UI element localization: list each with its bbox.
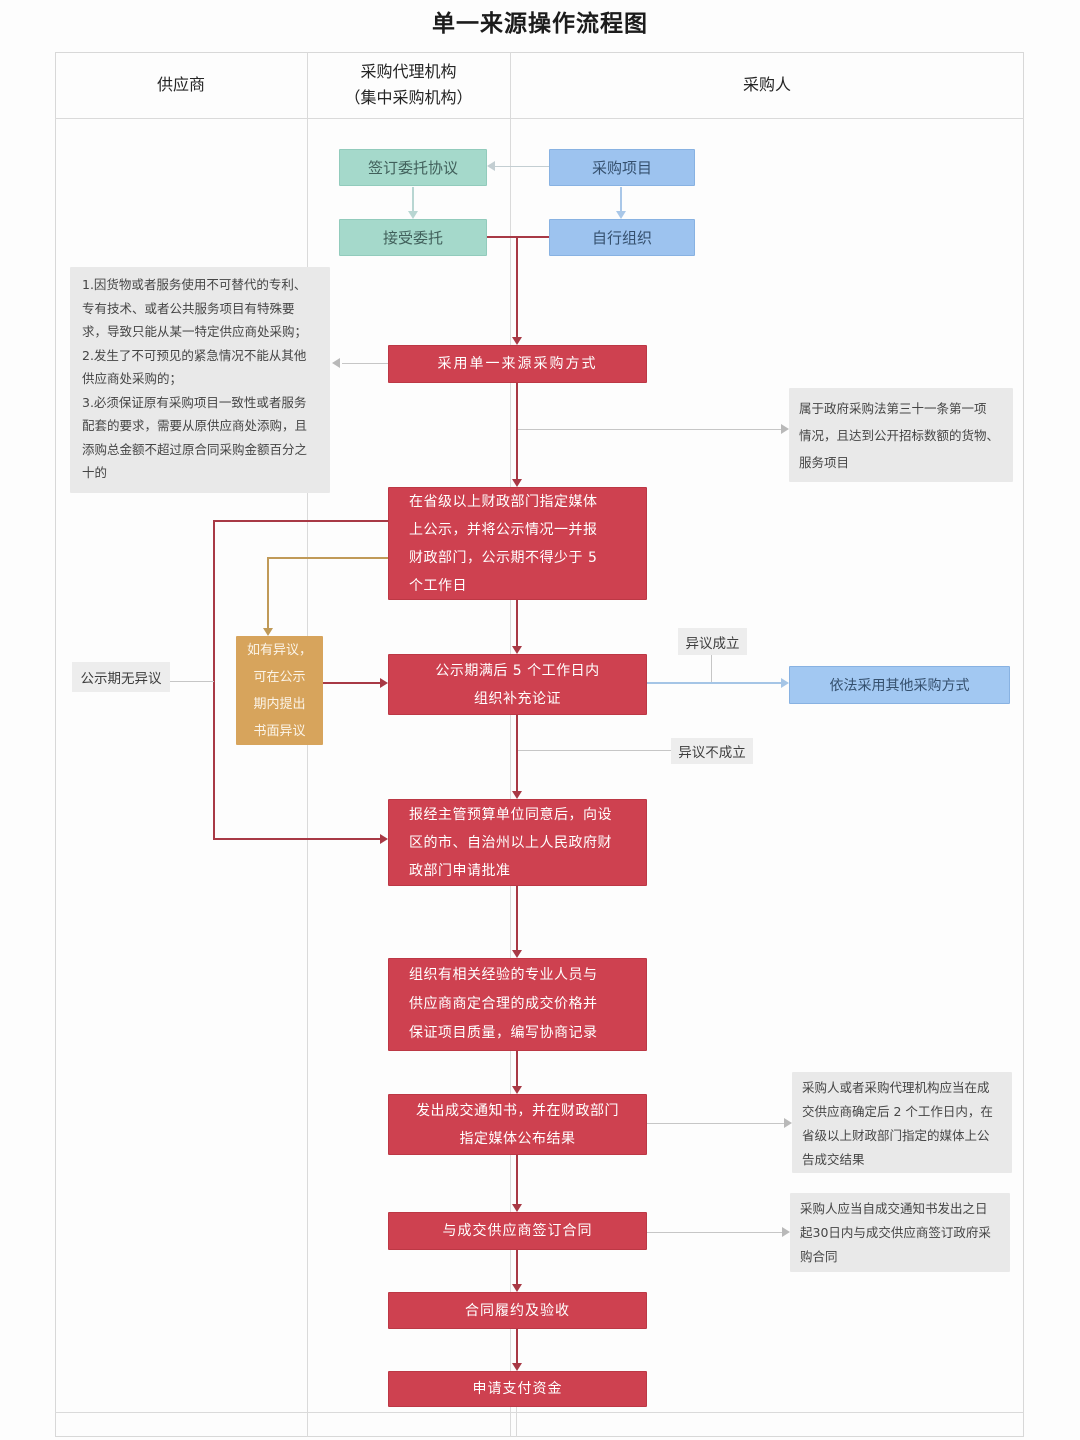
connector-publicize-elbow-top <box>213 520 388 522</box>
connector-objinvalid-label <box>518 750 671 751</box>
note-sign-deadline: 采购人应当自成交通知书发出之日 起30日内与成交供应商签订政府采 购合同 <box>790 1193 1010 1272</box>
label-objection-valid: 异议成立 <box>678 628 747 655</box>
connector-objection-elbow-top <box>267 557 388 559</box>
flow-spine-segment <box>516 1250 518 1285</box>
node-sign-contract: 与成交供应商签订合同 <box>388 1212 647 1250</box>
arrowhead-right <box>380 834 388 844</box>
column-header-purchaser: 采购人 <box>742 75 791 94</box>
arrowhead-right <box>781 424 789 434</box>
connector-noobjection-label <box>170 681 214 682</box>
node-supplement-demonstration: 公示期满后 5 个工作日内 组织补充论证 <box>388 654 647 715</box>
arrowhead-right <box>782 1227 790 1237</box>
label-no-objection: 公示期无异议 <box>72 662 170 692</box>
connector-contract-to-deadline <box>647 1232 784 1233</box>
connector-publicize-elbow-bottom <box>213 838 381 840</box>
flow-spine-segment <box>516 236 518 338</box>
connector-adopt-to-reasons <box>342 363 388 364</box>
node-self-organize: 自行组织 <box>549 219 695 256</box>
flow-spine-tail <box>516 1407 517 1437</box>
arrowhead-down <box>616 211 626 219</box>
flow-spine-segment <box>516 1155 518 1205</box>
flow-spine-segment <box>516 1051 518 1087</box>
arrowhead-right <box>781 678 789 688</box>
node-apply-payment: 申请支付资金 <box>388 1371 647 1407</box>
flow-spine-segment <box>516 383 518 480</box>
table-gridline-col2 <box>510 52 511 1437</box>
arrowhead-right <box>784 1118 792 1128</box>
swimlane-table <box>55 52 1024 1437</box>
node-procurement-project: 采购项目 <box>549 149 695 186</box>
node-negotiate-price: 组织有相关经验的专业人员与 供应商商定合理的成交价格并 保证项目质量，编写协商记… <box>388 958 647 1051</box>
connector-supplement-to-othermethod <box>647 682 783 684</box>
note-reasons: 1.因货物或者服务使用不可替代的专利、 专有技术、或者公共服务项目有特殊要 求，… <box>70 267 330 493</box>
arrowhead-down <box>512 1284 522 1292</box>
arrowhead-down <box>512 950 522 958</box>
connector-spine-to-law <box>518 429 783 430</box>
arrowhead-down <box>512 646 522 654</box>
arrowhead-down <box>512 1204 522 1212</box>
node-adopt-single-source: 采用单一来源采购方式 <box>388 345 647 383</box>
arrowhead-down <box>512 1086 522 1094</box>
note-law-article: 属于政府采购法第三十一条第一项 情况，且达到公开招标数额的货物、 服务项目 <box>789 388 1013 482</box>
node-apply-approval: 报经主管预算单位同意后，向设 区的市、自治州以上人民政府财 政部门申请批准 <box>388 799 647 886</box>
flow-spine-segment <box>516 715 518 792</box>
node-objection-window: 如有异议， 可在公示 期内提出 书面异议 <box>236 636 323 745</box>
node-accept-entrust: 接受委托 <box>339 219 487 256</box>
arrowhead-down <box>512 479 522 487</box>
arrowhead-down <box>512 791 522 799</box>
arrowhead-down <box>512 337 522 345</box>
note-announce-result: 采购人或者采购代理机构应当在成 交供应商确定后 2 个工作日内，在 省级以上财政… <box>792 1072 1012 1173</box>
connector-publicize-elbow-vertical <box>213 520 215 840</box>
connector-accept-to-selforganize <box>486 236 550 238</box>
arrowhead-right <box>380 678 388 688</box>
table-gridline-header <box>55 118 1024 119</box>
node-publicize: 在省级以上财政部门指定媒体 上公示，并将公示情况一并报 财政部门，公示期不得少于… <box>388 487 647 600</box>
flow-spine-segment <box>516 886 518 951</box>
node-issue-notice: 发出成交通知书，并在财政部门 指定媒体公布结果 <box>388 1094 647 1155</box>
connector-project-to-sign <box>495 166 549 167</box>
connector-notice-to-announce <box>647 1123 786 1124</box>
arrowhead-down <box>408 211 418 219</box>
label-objection-invalid: 异议不成立 <box>671 738 753 764</box>
connector-objvalid-label <box>711 655 712 682</box>
table-gridline-footer <box>55 1412 1024 1413</box>
node-contract-fulfillment: 合同履约及验收 <box>388 1292 647 1329</box>
arrowhead-left <box>487 161 495 171</box>
column-header-agency: 采购代理机构 （集中采购机构） <box>344 62 473 107</box>
connector-objection-to-supplement <box>323 682 381 684</box>
page-title: 单一来源操作流程图 <box>432 11 648 37</box>
flow-spine-segment <box>516 1328 518 1364</box>
node-other-method: 依法采用其他采购方式 <box>789 666 1010 704</box>
flow-spine-segment <box>516 600 518 647</box>
connector-sign-to-accept <box>412 187 414 212</box>
connector-objection-elbow-vertical <box>267 557 269 629</box>
column-header-supplier: 供应商 <box>156 75 205 94</box>
connector-project-to-selforganize <box>620 187 622 212</box>
node-sign-agreement: 签订委托协议 <box>339 149 487 186</box>
arrowhead-down <box>263 628 273 636</box>
arrowhead-down <box>512 1363 522 1371</box>
arrowhead-left <box>332 358 340 368</box>
